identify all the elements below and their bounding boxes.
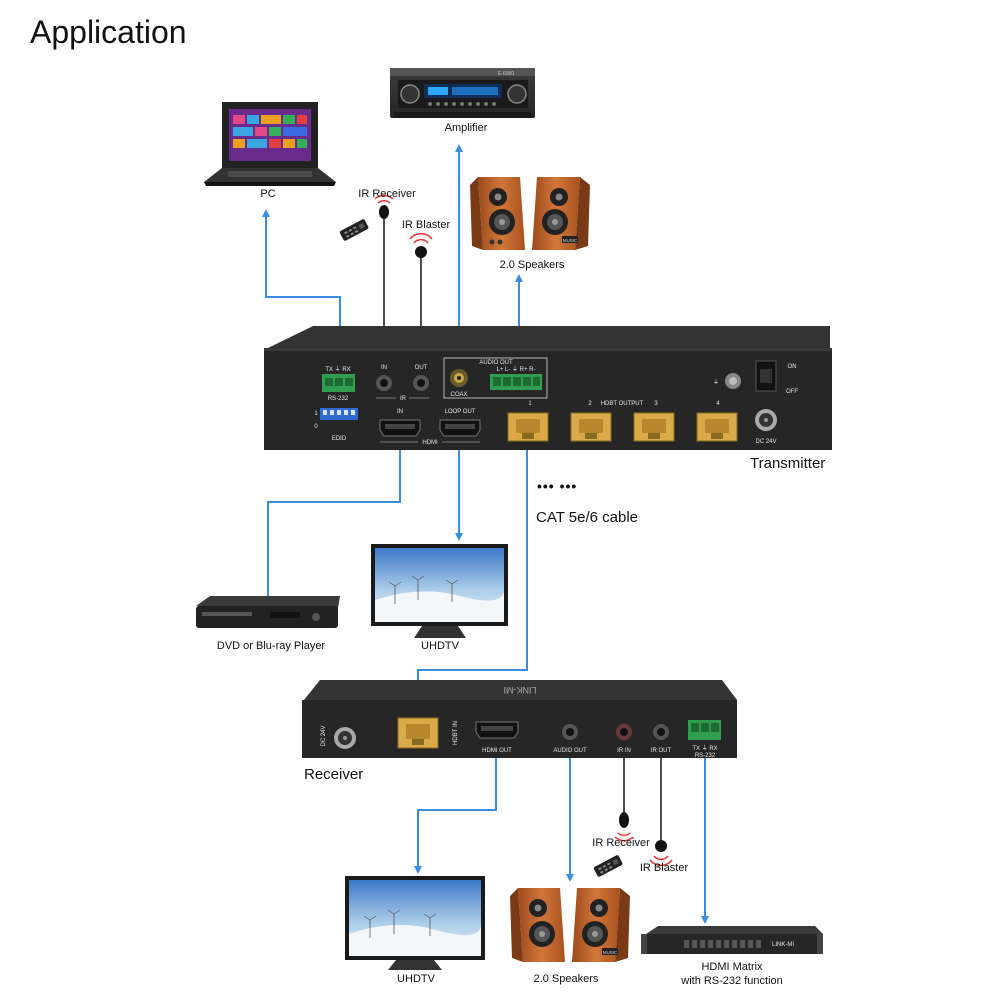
- hdmi-matrix-icon: LINK-MI: [641, 926, 823, 954]
- uhdtv-top-label: UHDTV: [421, 640, 459, 652]
- matrix-brand: LINK-MI: [772, 942, 794, 948]
- tx-hdmi-in-label: IN: [397, 409, 403, 415]
- transmitter-device: TX ⏚ RX RS-232 IN OUT IR AUDIO OUT COAX …: [264, 326, 832, 450]
- ir-receiver-bottom-label: IR Receiver: [592, 837, 650, 849]
- line-hdmi-out-to-tv: [414, 756, 497, 874]
- line-dvd-to-hdmi-in: [267, 442, 404, 596]
- ir-blaster-bottom-icon: [649, 840, 673, 867]
- tx-hdbt-output-label: HDBT OUTPUT: [601, 401, 644, 407]
- tx-edid-0: 0: [314, 424, 318, 430]
- rx-brand: LINK-MI: [503, 685, 536, 695]
- tx-loop-out-label: LOOP OUT: [445, 409, 476, 415]
- tx-on-label: ON: [788, 364, 797, 370]
- tx-off-label: OFF: [786, 389, 798, 395]
- tx-port-2: 2: [588, 401, 592, 407]
- tx-ir-label: IR: [400, 396, 407, 402]
- tx-edid-label: EDID: [332, 436, 347, 442]
- tx-hdmi-label: HDMI: [422, 440, 438, 446]
- speaker-badge-top: MUSIC: [563, 238, 578, 243]
- speakers-top-icon: MUSIC: [470, 177, 590, 250]
- tx-ir-out: OUT: [415, 365, 428, 371]
- rx-rs232-pins: TX ⏚ RX: [692, 745, 717, 752]
- tx-audio-pins: L+ L- ⏚ R+ R-: [496, 366, 535, 373]
- transmitter-label: Transmitter: [750, 455, 826, 472]
- connection-lines: [262, 144, 709, 924]
- page-title: Application: [30, 14, 187, 50]
- tx-rj45-ports: [507, 412, 738, 442]
- speaker-badge-bottom: MUSIC: [603, 950, 618, 955]
- amplifier-label: Amplifier: [444, 122, 488, 134]
- tx-rs232-label: RS-232: [328, 396, 349, 402]
- pc-label: PC: [260, 188, 276, 200]
- ir-blaster-top-icon: [409, 232, 433, 258]
- ir-blaster-bottom-label: IR Blaster: [639, 862, 689, 874]
- speakers-top-label: 2.0 Speakers: [499, 259, 565, 271]
- tx-rs232-pins: TX ⏚ RX: [325, 366, 350, 373]
- rx-ir-in-label: IR IN: [617, 748, 631, 754]
- speakers-bottom-icon: MUSIC: [510, 888, 630, 962]
- laptop-icon: [204, 102, 336, 186]
- matrix-label-line2: with RS-232 function: [681, 975, 783, 987]
- tx-coax-label: COAX: [450, 392, 467, 398]
- tx-ir-in: IN: [381, 365, 387, 371]
- remote-control-bottom-icon: [593, 855, 623, 877]
- receiver-device: LINK-MI DC 24V HDBT IN HDMI OUT AUDIO OU…: [302, 680, 737, 759]
- tx-audio-out-label: AUDIO OUT: [479, 360, 513, 366]
- amplifier-model: E-6060: [498, 71, 514, 77]
- rx-dc-label: DC 24V: [321, 725, 327, 746]
- rx-audio-out-label: AUDIO OUT: [553, 748, 587, 754]
- tx-port-3: 3: [654, 401, 658, 407]
- uhdtv-top-icon: [371, 544, 508, 638]
- rx-hdbt-in-label: HDBT IN: [453, 721, 459, 745]
- rx-ir-out-label: IR OUT: [651, 748, 672, 754]
- remote-control-top-icon: [339, 219, 369, 241]
- tx-dc-label: DC 24V: [755, 439, 776, 445]
- rx-hdmi-out-label: HDMI OUT: [482, 748, 512, 754]
- ir-receiver-top-label: IR Receiver: [358, 188, 416, 200]
- uhdtv-bottom-label: UHDTV: [397, 973, 435, 985]
- speakers-bottom-label: 2.0 Speakers: [533, 973, 599, 985]
- uhdtv-bottom-icon: [345, 876, 485, 970]
- dvd-player-icon: [196, 596, 340, 628]
- ir-receiver-bottom-icon: [614, 812, 634, 842]
- dvd-label: DVD or Blu-ray Player: [216, 640, 326, 652]
- tx-port-1: 1: [528, 401, 532, 407]
- svg-text:⏚: ⏚: [713, 379, 719, 386]
- ir-receiver-top-icon: [374, 194, 394, 219]
- tx-port-4: 4: [716, 401, 720, 407]
- cable-dots: ••• •••: [537, 478, 578, 494]
- tx-edid-1: 1: [314, 411, 318, 417]
- amplifier-icon: E-6060: [390, 68, 535, 118]
- rx-rs232-label: RS-232: [695, 753, 716, 759]
- receiver-label: Receiver: [304, 766, 364, 783]
- matrix-label-line1: HDMI Matrix: [701, 961, 763, 973]
- cable-label: CAT 5e/6 cable: [536, 509, 639, 526]
- ir-blaster-top-label: IR Blaster: [401, 219, 451, 231]
